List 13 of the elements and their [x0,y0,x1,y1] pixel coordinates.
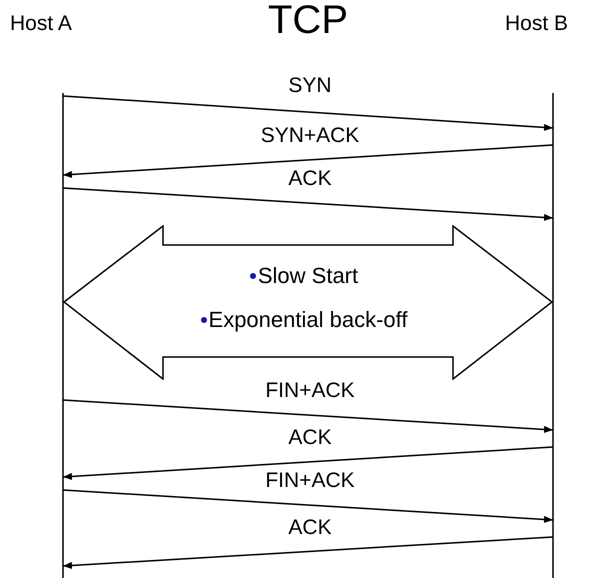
message-arrow [62,489,554,524]
message-arrow [62,399,554,434]
host-label: Host B [505,12,568,36]
title: TCP [267,0,349,43]
message-arrow [62,187,554,222]
message-arrow [62,446,554,480]
bullet-text: Slow Start [258,263,358,288]
double-arrow-shape [63,225,553,380]
host-label: Host A [10,12,72,36]
message-arrow [62,144,554,178]
message-arrow [62,95,554,131]
message-arrow [62,536,554,570]
bullet-text: Exponential back-off [208,307,408,332]
